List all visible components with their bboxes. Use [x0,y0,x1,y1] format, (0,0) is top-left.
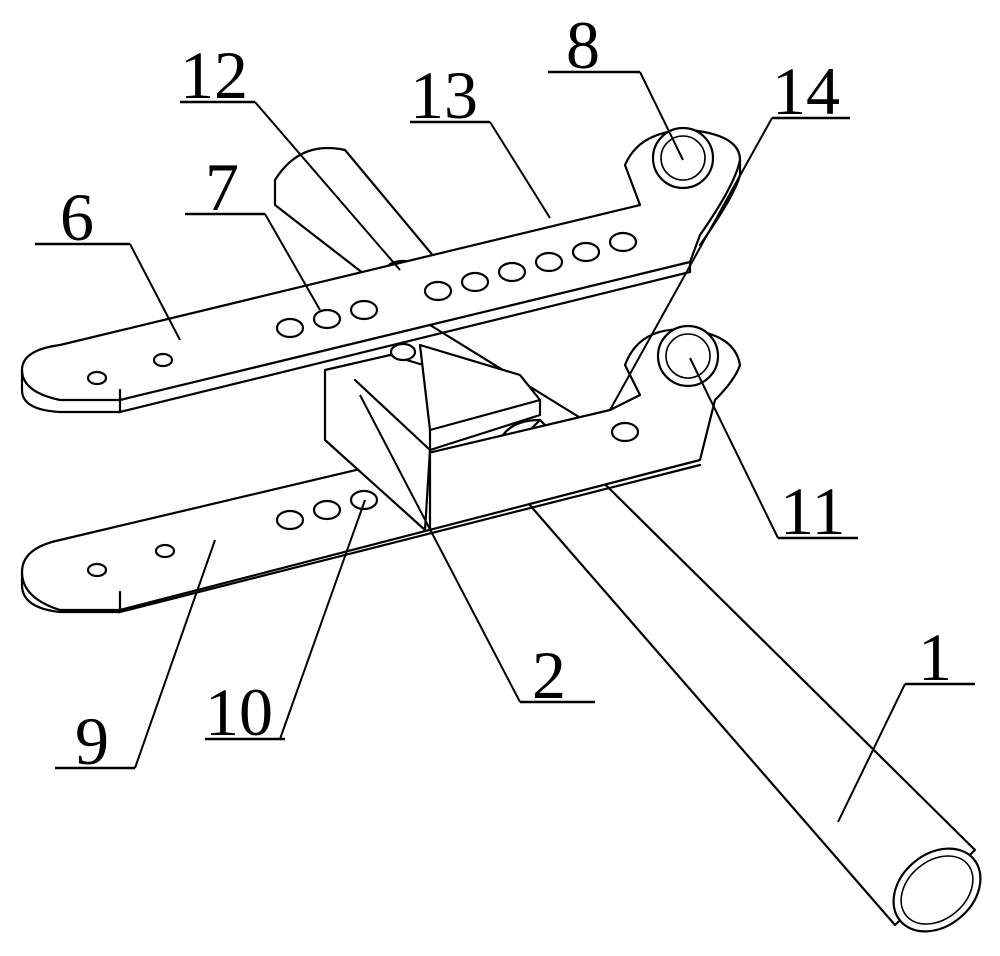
label-12: 12 [180,37,248,113]
label-14: 14 [772,53,840,129]
label-2: 2 [532,637,566,713]
label-8: 8 [566,7,600,83]
label-7: 7 [205,149,239,225]
label-6: 6 [60,179,94,255]
label-13: 13 [410,57,478,133]
label-10: 10 [205,674,273,750]
label-1: 1 [918,619,952,695]
label-11: 11 [780,473,845,549]
label-9: 9 [75,703,109,779]
